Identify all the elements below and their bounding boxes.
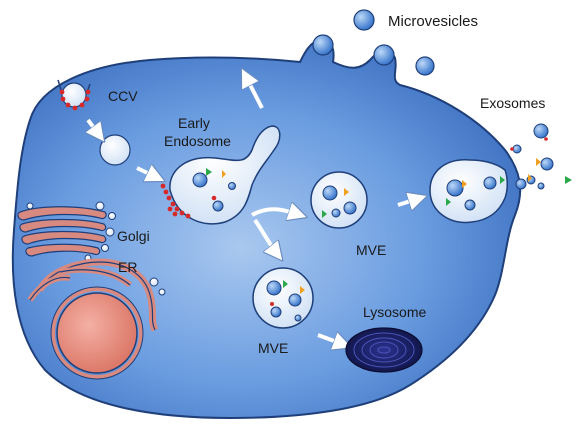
label-golgi: Golgi xyxy=(117,228,150,244)
mve-upper xyxy=(310,171,368,229)
intraluminal-vesicle xyxy=(464,199,476,211)
intraluminal-vesicle xyxy=(322,185,338,201)
microvesicle xyxy=(312,34,334,56)
intraluminal-vesicle xyxy=(331,208,341,218)
orange-marker xyxy=(222,170,226,178)
exosomes-released xyxy=(510,123,572,190)
pathway-arrows xyxy=(88,75,420,345)
intraluminal-vesicle xyxy=(483,176,497,190)
orange-marker xyxy=(344,188,349,196)
orange-marker xyxy=(300,286,305,294)
intraluminal-vesicle xyxy=(212,200,224,212)
red-marker xyxy=(270,302,274,306)
intraluminal-vesicle xyxy=(294,314,302,322)
intraluminal-vesicle xyxy=(343,201,357,215)
nucleus xyxy=(56,292,138,374)
label-mve-lower: MVE xyxy=(258,340,288,356)
er-vesicle xyxy=(149,277,159,287)
golgi-vesicles xyxy=(26,201,116,262)
green-marker xyxy=(283,280,288,288)
green-marker xyxy=(500,176,505,184)
label-lysosome: Lysosome xyxy=(363,304,427,320)
label-early-endosome-2: Endosome xyxy=(164,133,231,149)
label-exosomes: Exosomes xyxy=(480,95,545,111)
green-marker xyxy=(206,168,212,176)
golgi-apparatus xyxy=(17,206,107,257)
intraluminal-vesicle xyxy=(446,179,464,197)
nuclear-envelope xyxy=(51,287,143,379)
red-marker xyxy=(211,195,217,201)
green-marker xyxy=(322,210,327,218)
intraluminal-vesicle xyxy=(228,182,236,190)
intraluminal-vesicle xyxy=(266,280,282,296)
label-early-endosome-1: Early xyxy=(178,115,210,131)
mve-lower xyxy=(252,267,314,329)
label-microvesicles: Microvesicles xyxy=(388,13,478,30)
label-er: ER xyxy=(118,259,137,275)
microvesicle xyxy=(373,44,395,66)
endoplasmic-reticulum xyxy=(27,258,159,332)
microvesicle xyxy=(415,56,435,76)
early-endosome-coat xyxy=(160,183,191,219)
intraluminal-vesicle xyxy=(192,172,208,188)
label-mve-upper: MVE xyxy=(356,242,386,258)
intraluminal-vesicle xyxy=(288,293,302,307)
er-vesicle xyxy=(158,288,166,296)
clathrin-coat xyxy=(59,89,91,111)
mve-fusing xyxy=(429,159,508,224)
orange-marker xyxy=(462,180,467,188)
green-marker xyxy=(446,198,451,206)
uncoated-vesicle xyxy=(99,134,131,166)
intraluminal-vesicle xyxy=(270,306,282,318)
lysosome xyxy=(345,327,423,373)
microvesicle xyxy=(353,9,375,31)
label-ccv: CCV xyxy=(108,88,138,104)
